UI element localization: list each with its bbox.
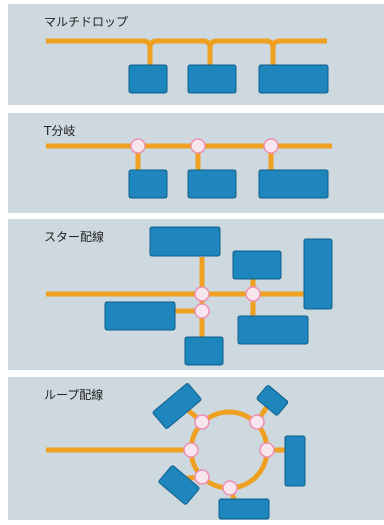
device-box	[303, 238, 333, 310]
device-box	[284, 435, 306, 487]
device-box	[152, 383, 202, 429]
multidrop-diagram	[46, 38, 329, 94]
star-diagram	[46, 226, 333, 366]
panel-loop: ループ配線	[8, 377, 384, 520]
junction-node	[183, 442, 199, 458]
t-junction-node	[263, 138, 279, 154]
device-box	[187, 169, 237, 199]
device-box	[128, 169, 168, 199]
device-box	[184, 336, 224, 366]
bus-cable	[46, 38, 327, 66]
device-box	[149, 226, 221, 257]
panel-title: T分岐	[44, 124, 76, 138]
device-box	[128, 64, 168, 94]
junction-node	[194, 286, 210, 302]
junction-node	[194, 469, 210, 485]
panel-title: スター配線	[44, 230, 105, 244]
junction-node	[245, 286, 261, 302]
junction-node	[222, 480, 238, 496]
panel-title: ループ配線	[44, 388, 104, 402]
device-box	[104, 301, 176, 331]
t-junction-node	[130, 138, 146, 154]
device-box	[258, 169, 329, 199]
t-junction-node	[190, 138, 206, 154]
panel-multidrop: マルチドロップ	[8, 4, 384, 105]
device-box	[256, 385, 289, 416]
device-box	[218, 498, 270, 520]
device-box	[237, 315, 309, 345]
junction-node	[249, 414, 265, 430]
junction-node	[194, 414, 210, 430]
junction-node	[259, 442, 275, 458]
device-box	[187, 64, 237, 94]
t-branch-diagram	[46, 138, 332, 199]
panel-t-branch: T分岐	[8, 113, 384, 213]
device-box	[158, 465, 200, 505]
panel-title: マルチドロップ	[44, 15, 129, 29]
device-box	[258, 64, 329, 94]
junction-node	[194, 303, 210, 319]
loop-diagram	[46, 383, 306, 520]
panel-star: スター配線	[8, 219, 384, 370]
device-box	[232, 250, 282, 280]
